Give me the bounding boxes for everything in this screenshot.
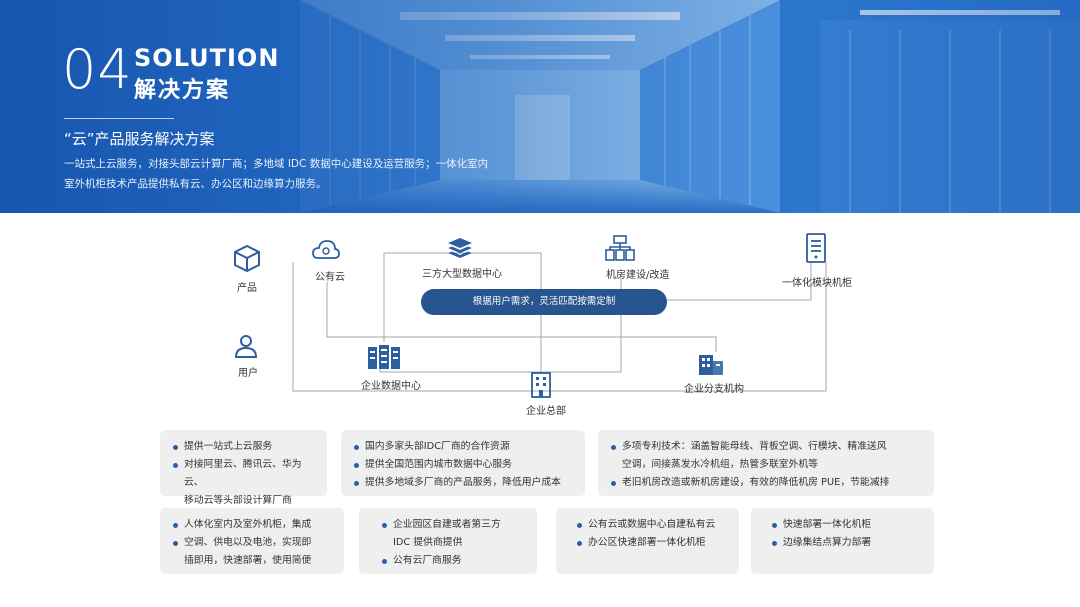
card-item: 公有云厂商服务 bbox=[381, 552, 527, 570]
hero-overlay bbox=[0, 0, 1080, 213]
node-room-build: 机房建设/改造 bbox=[606, 270, 670, 281]
data-center-icon bbox=[368, 345, 400, 369]
cube-icon bbox=[234, 244, 260, 273]
card-item: 快速部署一体化机柜 bbox=[771, 516, 924, 534]
card-item: 提供一站式上云服务 bbox=[172, 438, 317, 456]
card-item-continued: 移动云等头部设计算厂商 bbox=[184, 495, 292, 506]
section-title-cn: 解决方案 bbox=[134, 78, 231, 103]
card-item: 公有云或数据中心自建私有云 bbox=[576, 516, 729, 534]
section-title-en: SOLUTION bbox=[134, 44, 280, 72]
network-rack-icon bbox=[605, 235, 635, 261]
card-item: 办公区快速部署一体化机柜 bbox=[576, 534, 729, 552]
server-cabinet-icon bbox=[806, 233, 826, 263]
info-card: 人体化室内及室外机柜，集成 空调、供电以及电池，实现即 插即用，快速部署，使用简… bbox=[160, 508, 344, 574]
card-item: 提供多地域多厂商的产品服务，降低用户成本 bbox=[353, 474, 575, 492]
card-item: 企业园区自建或者第三方 bbox=[381, 516, 527, 534]
card-item: 空调、供电以及电池，实现即 bbox=[172, 534, 334, 552]
info-card: 提供一站式上云服务 对接阿里云、腾讯云、华为云、 移动云等头部设计算厂商 bbox=[160, 430, 327, 506]
description-line: 一站式上云服务，对接头部云计算厂商；多地域 IDC 数据中心建设及运营服务；一体… bbox=[64, 158, 489, 170]
row-label-user: 用户 bbox=[238, 368, 258, 379]
node-headquarters: 企业总部 bbox=[526, 406, 566, 417]
layers-icon bbox=[448, 238, 472, 258]
info-card: 快速部署一体化机柜 边缘集结点算力部署 bbox=[751, 508, 934, 574]
cloud-icon bbox=[312, 240, 340, 259]
card-item-continued: 插即用，快速部署，使用简便 bbox=[184, 555, 312, 566]
description-line: 室外机柜技术产品提供私有云、办公区和边缘算力服务。 bbox=[64, 178, 327, 190]
info-card: 公有云或数据中心自建私有云 办公区快速部署一体化机柜 bbox=[556, 508, 739, 574]
node-third-party-dc: 三方大型数据中心 bbox=[422, 269, 502, 280]
card-item: 国内多家头部IDC厂商的合作资源 bbox=[353, 438, 575, 456]
node-integrated-cabinet: 一体化模块机柜 bbox=[782, 278, 852, 289]
card-item: 多项专利技术：涵盖智能母线、背板空调、行模块、精准送风 bbox=[610, 438, 924, 456]
card-item: 提供全国范围内城市数据中心服务 bbox=[353, 456, 575, 474]
headquarters-icon bbox=[531, 372, 551, 398]
node-enterprise-dc: 企业数据中心 bbox=[361, 381, 421, 392]
hero-description: 一站式上云服务，对接头部云计算厂商；多地域 IDC 数据中心建设及运营服务；一体… bbox=[64, 154, 524, 194]
requirement-pill: 根据用户需求，灵活匹配按需定制 bbox=[421, 289, 667, 315]
card-item: 人体化室内及室外机柜，集成 bbox=[172, 516, 334, 534]
section-number: 04 bbox=[62, 38, 133, 101]
card-item: 老旧机房改造或新机房建设，有效的降低机房 PUE，节能减排 bbox=[610, 474, 924, 492]
subtitle: “云”产品服务解决方案 bbox=[64, 130, 215, 148]
card-item-continued: IDC 提供商提供 bbox=[393, 537, 463, 548]
card-item: 对接阿里云、腾讯云、华为云、 bbox=[172, 456, 317, 492]
row-label-product: 产品 bbox=[237, 283, 257, 294]
hero-banner: 04 SOLUTION 解决方案 “云”产品服务解决方案 一站式上云服务，对接头… bbox=[0, 0, 1080, 213]
info-card: 多项专利技术：涵盖智能母线、背板空调、行模块、精准送风 空调，间接蒸发水冷机组，… bbox=[598, 430, 934, 496]
user-icon bbox=[234, 335, 258, 358]
node-branch: 企业分支机构 bbox=[684, 384, 744, 395]
info-card: 企业园区自建或者第三方 IDC 提供商提供 公有云厂商服务 bbox=[359, 508, 537, 574]
subtitle-divider bbox=[64, 118, 174, 119]
info-card: 国内多家头部IDC厂商的合作资源 提供全国范围内城市数据中心服务 提供多地域多厂… bbox=[341, 430, 585, 496]
card-item: 边缘集结点算力部署 bbox=[771, 534, 924, 552]
node-public-cloud: 公有云 bbox=[315, 272, 345, 283]
office-building-icon bbox=[699, 355, 723, 375]
card-item-continued: 空调，间接蒸发水冷机组，热管多联室外机等 bbox=[622, 459, 818, 470]
